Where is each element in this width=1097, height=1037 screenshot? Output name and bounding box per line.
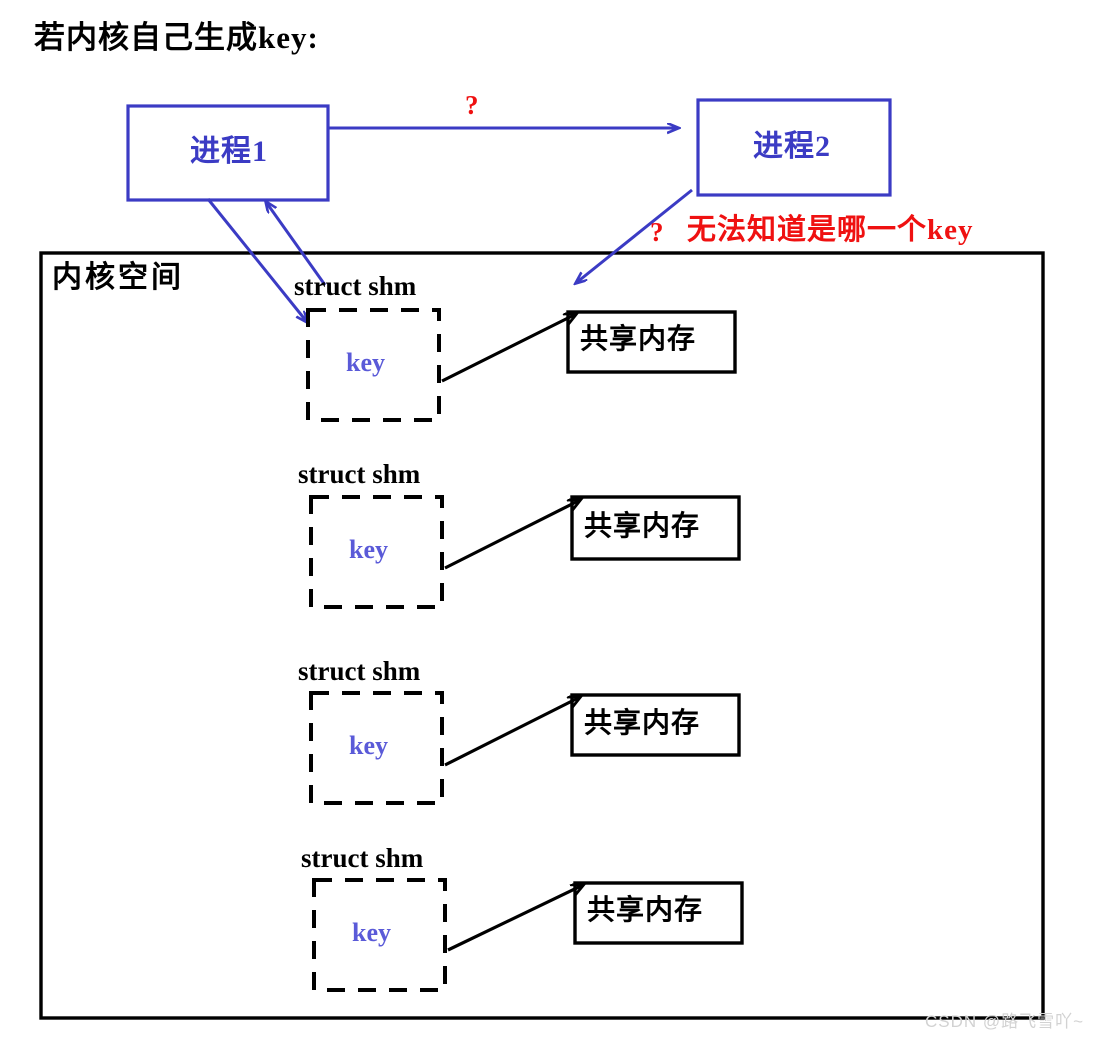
key-label-4: key	[352, 918, 391, 947]
arrow-key4-to-shm4	[447, 885, 583, 952]
arrow-key1-to-process1	[266, 202, 327, 286]
key-box-3	[309, 691, 444, 805]
key-box-1	[306, 308, 441, 422]
warning-text: 无法知道是哪一个key	[687, 214, 974, 246]
shared-memory-label-1: 共享内存	[580, 324, 697, 355]
struct-shm-label-3: struct shm	[298, 656, 421, 686]
page-title: 若内核自己生成key:	[34, 20, 319, 55]
shared-memory-box-2	[570, 495, 741, 561]
shared-memory-box-3	[570, 693, 741, 757]
key-box-4	[312, 878, 447, 992]
key-box-2	[309, 495, 444, 609]
kernel-space-label: 内核空间	[52, 261, 184, 294]
key-label-3: key	[349, 731, 388, 760]
shared-memory-box-1	[566, 310, 737, 374]
shared-memory-label-4: 共享内存	[587, 895, 704, 926]
process2-label: 进程2	[753, 130, 831, 163]
struct-shm-label-2: struct shm	[298, 459, 421, 489]
arrow-process2-to-kernel	[576, 188, 693, 283]
shared-memory-label-2: 共享内存	[584, 511, 701, 542]
arrow-key2-to-shm2	[444, 500, 580, 570]
process2-box[interactable]	[696, 98, 892, 197]
process1-box[interactable]	[126, 104, 330, 202]
shared-memory-box-4	[573, 881, 744, 945]
kernel-space-box	[39, 251, 1045, 1020]
arrow-key3-to-shm3	[444, 697, 580, 767]
question-mark-icon-warning: ?	[650, 217, 664, 247]
struct-shm-label-1: struct shm	[294, 271, 417, 301]
key-label-1: key	[346, 348, 385, 377]
arrow-key1-to-shm1	[441, 314, 576, 383]
question-mark-icon-top: ?	[465, 90, 479, 120]
key-label-2: key	[349, 535, 388, 564]
watermark-text: CSDN @路飞雪吖~	[925, 1012, 1085, 1031]
shared-memory-label-3: 共享内存	[584, 708, 701, 739]
arrow-process1-to-key1	[206, 198, 307, 322]
process1-label: 进程1	[190, 135, 268, 168]
struct-shm-label-4: struct shm	[301, 843, 424, 873]
